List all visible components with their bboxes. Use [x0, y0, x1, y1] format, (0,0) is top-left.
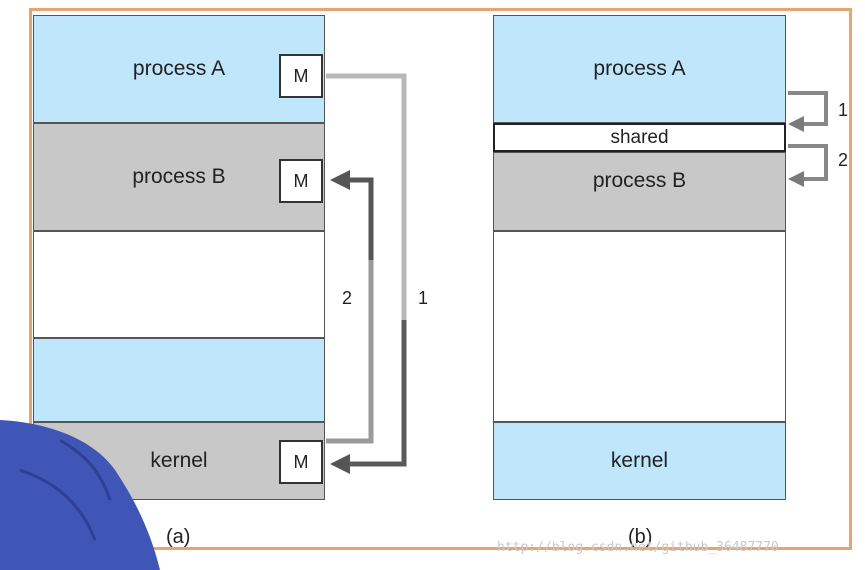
- shared-memory-block: shared: [493, 123, 786, 152]
- process-b-label-b: process B: [592, 169, 687, 192]
- figure-frame: [29, 8, 852, 550]
- free-memory-block-b: [493, 231, 786, 422]
- process-a-block-b: process A: [493, 15, 786, 123]
- message-box-kernel: M: [279, 440, 323, 484]
- memory-block-a: [33, 338, 325, 422]
- shared-label: shared: [610, 126, 669, 148]
- free-memory-block-a: [33, 231, 325, 338]
- process-b-block-b: process B: [493, 152, 786, 231]
- message-label: M: [293, 65, 309, 86]
- arrow-2-read-shared: [788, 144, 828, 187]
- kernel-label-b: kernel: [610, 449, 669, 472]
- caption-b: (b): [628, 526, 653, 548]
- message-box-process-b: M: [279, 159, 323, 203]
- presenter-shoulder: [0, 420, 160, 570]
- arrow-1-send-to-kernel-shade: [330, 320, 407, 474]
- arrow-label-2-a: 2: [342, 288, 353, 308]
- process-a-label-b: process A: [593, 57, 686, 80]
- arrow-label-1-a: 1: [418, 288, 429, 308]
- message-label: M: [293, 451, 309, 472]
- message-label: M: [293, 170, 309, 191]
- arrow-label-2-b: 2: [838, 150, 849, 170]
- presenter-shirt-fold: [19, 438, 112, 541]
- caption-a: (a): [166, 526, 191, 548]
- process-b-block-a: process B: [33, 123, 325, 231]
- process-a-label-a: process A: [132, 57, 226, 80]
- arrow-1-write-shared: [788, 91, 828, 132]
- kernel-label-a: kernel: [150, 449, 208, 472]
- arrow-2-receive-from-kernel: [326, 170, 374, 444]
- kernel-block-b: kernel: [493, 422, 786, 500]
- process-a-block-a: process A: [33, 15, 325, 123]
- arrow-2-receive-shade: [340, 177, 374, 260]
- process-b-label-a: process B: [132, 165, 226, 188]
- message-box-process-a: M: [279, 54, 323, 98]
- arrow-label-1-b: 1: [838, 100, 849, 120]
- watermark-text: http://blog.csdn.net/github_36487770: [497, 540, 779, 555]
- arrow-1-send-to-kernel: [326, 73, 407, 467]
